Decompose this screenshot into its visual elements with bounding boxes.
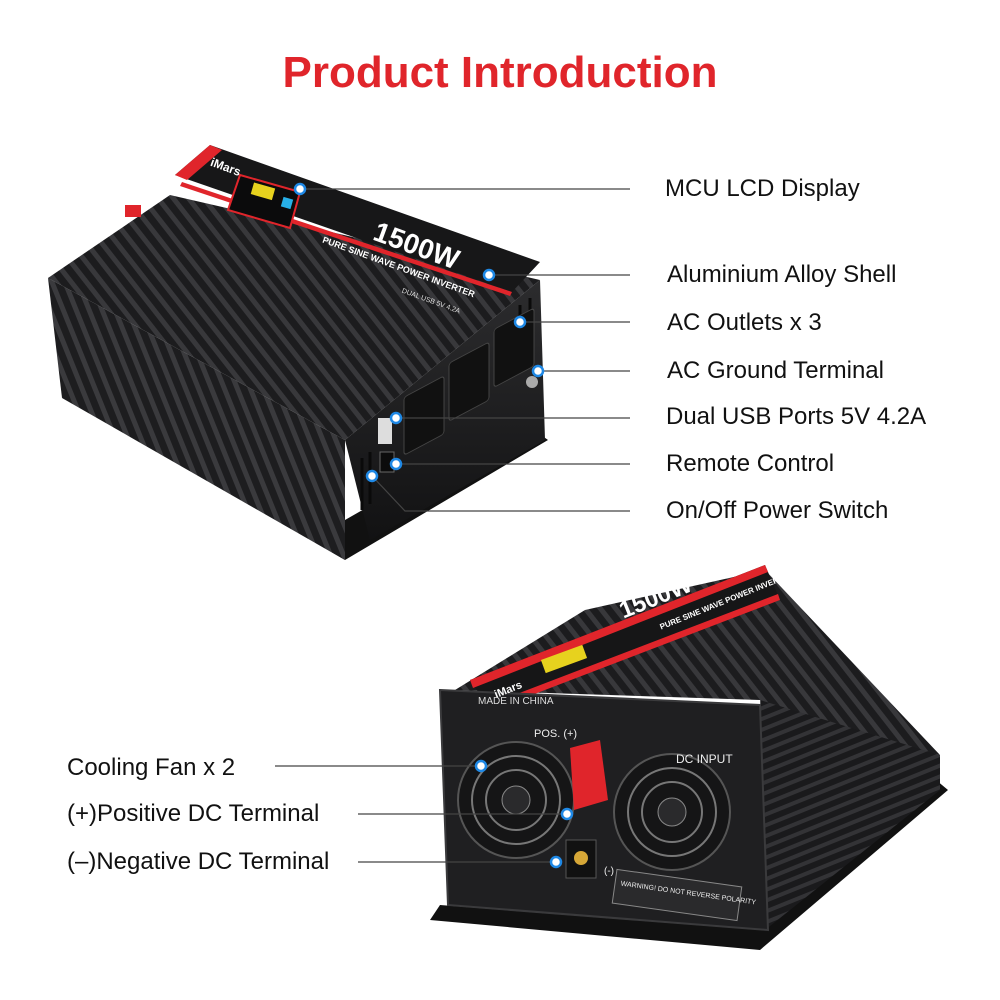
callout-remote-control: Remote Control	[666, 450, 835, 477]
dot-positive-dc-terminal	[560, 807, 574, 821]
callout-dual-usb-ports: Dual USB Ports 5V 4.2A	[666, 403, 927, 430]
callout-ac-outlets: AC Outlets x 3	[667, 309, 822, 336]
bottom-fan-left	[457, 741, 575, 859]
callout-positive-dc-terminal: (+)Positive DC Terminal	[67, 800, 320, 827]
bottom-positive-terminal	[570, 740, 608, 810]
bottom-fan-right	[613, 753, 731, 871]
top-ac-outlets	[403, 308, 535, 455]
dot-dual-usb-ports	[389, 411, 403, 425]
dot-ac-outlets	[513, 315, 527, 329]
page-title: Product Introduction	[282, 48, 718, 97]
dot-ac-ground-terminal	[531, 364, 545, 378]
bottom-heatsink-top	[455, 570, 940, 755]
right-callout-dots	[293, 182, 545, 483]
dot-mcu-lcd-display	[293, 182, 307, 196]
callout-ac-ground-terminal: AC Ground Terminal	[667, 357, 884, 384]
callout-negative-dc-terminal: (–)Negative DC Terminal	[67, 848, 330, 875]
callout-cooling-fan: Cooling Fan x 2	[67, 754, 236, 781]
dot-aluminium-alloy-shell	[482, 268, 496, 282]
leader-on-off-switch	[371, 475, 630, 512]
callout-aluminium-alloy-shell: Aluminium Alloy Shell	[667, 261, 897, 288]
top-heatsink-side	[48, 278, 345, 560]
bottom-warning-plate	[611, 868, 743, 922]
dot-cooling-fan	[474, 759, 488, 773]
top-usb-ports	[378, 418, 392, 444]
bottom-heatsink-side	[760, 690, 940, 930]
dot-on-off-switch	[365, 469, 379, 483]
callout-mcu-lcd-display: MCU LCD Display	[665, 175, 860, 202]
bottom-made-in: MADE IN CHINA	[478, 696, 554, 707]
bottom-dc-input: DC INPUT	[676, 752, 733, 766]
bottom-neg-label: (-)	[604, 866, 614, 877]
bottom-label-panel	[470, 565, 780, 710]
right-leader-lines	[300, 188, 630, 512]
left-callout-dots	[474, 759, 574, 869]
top-lcd-screen	[226, 173, 302, 230]
top-ground-terminal	[526, 376, 538, 388]
dot-remote-control	[389, 457, 403, 471]
bottom-inverter	[430, 565, 948, 950]
bottom-pos-label: POS. (+)	[534, 728, 578, 740]
top-red-cap	[125, 205, 141, 217]
top-inverter	[48, 145, 548, 560]
left-leader-lines	[275, 765, 567, 863]
callout-on-off-power-switch: On/Off Power Switch	[666, 497, 889, 524]
dot-negative-dc-terminal	[549, 855, 563, 869]
